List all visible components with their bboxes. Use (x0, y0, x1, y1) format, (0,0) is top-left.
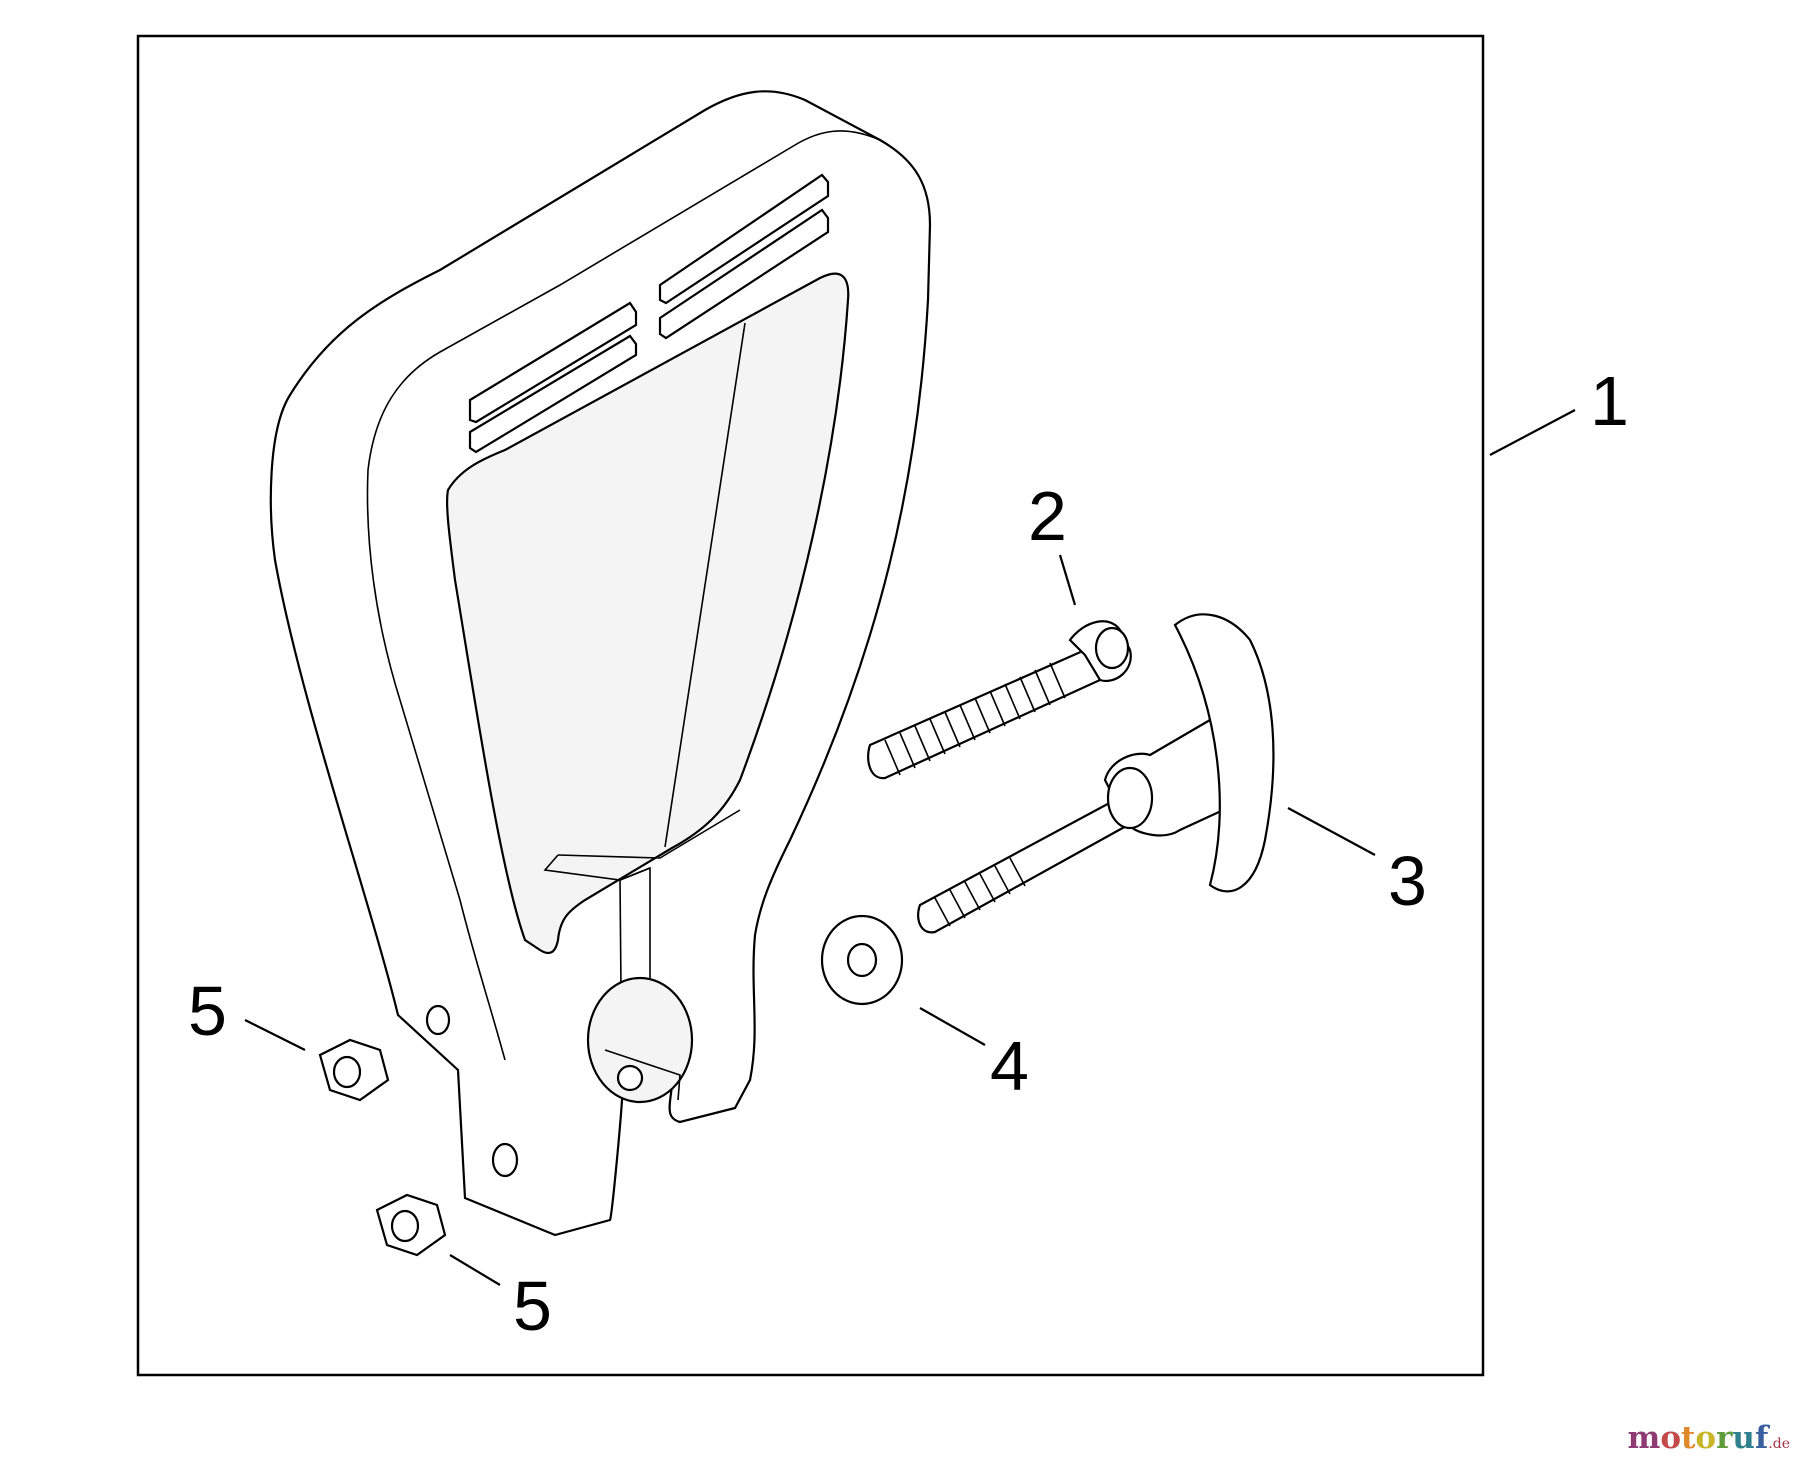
bolt-part (867, 620, 1132, 780)
vent-slots (468, 173, 830, 454)
watermark-letter: m (1627, 1420, 1661, 1456)
callout-5-upper: 5 (188, 972, 227, 1050)
watermark-logo: motoruf.de (1628, 1420, 1790, 1456)
watermark-letter: t (1681, 1420, 1696, 1456)
washer-part (820, 914, 904, 1006)
callout-5-lower: 5 (513, 1267, 552, 1345)
watermark-letter: r (1716, 1420, 1733, 1456)
watermark-letter: o (1660, 1420, 1682, 1456)
t-handle-screw-part (917, 613, 1275, 934)
watermark-tld: .de (1768, 1436, 1790, 1452)
callout-4: 4 (990, 1027, 1029, 1105)
callout-2: 2 (1028, 477, 1067, 555)
callout-3: 3 (1388, 842, 1427, 920)
watermark-letter: f (1754, 1420, 1769, 1456)
handle-guard-part (269, 90, 932, 1237)
mounting-hole-lower (491, 1142, 519, 1178)
watermark-letter: u (1732, 1420, 1755, 1456)
callout-1: 1 (1590, 362, 1629, 440)
watermark-letter: o (1695, 1420, 1717, 1456)
mounting-hole-left (425, 1004, 451, 1036)
nut-part-lower (375, 1193, 447, 1257)
diagram-frame (136, 34, 1485, 1377)
nut-part-upper (318, 1038, 390, 1102)
leader-lines (244, 409, 1576, 1286)
